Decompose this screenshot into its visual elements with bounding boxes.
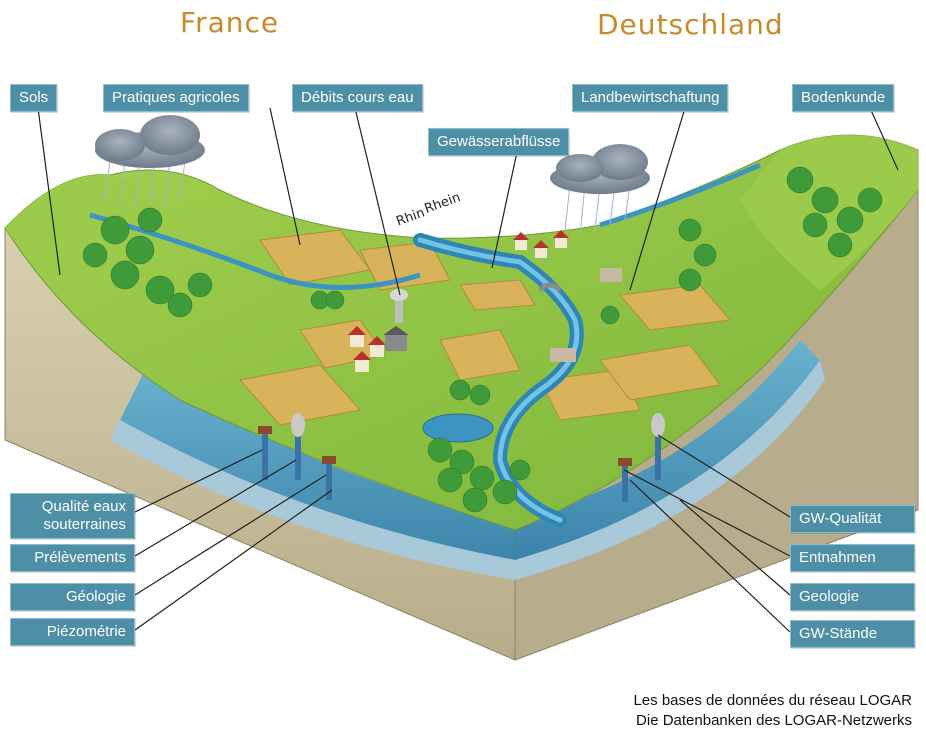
leader-lines <box>37 107 899 633</box>
clouds <box>95 115 650 236</box>
label-geologie-fr: Géologie <box>10 583 135 611</box>
label-bodenkunde: Bodenkunde <box>792 84 895 112</box>
label-prelevements: Prélèvements <box>10 544 135 572</box>
caption-german: Die Datenbanken des LOGAR-Netzwerks <box>636 712 912 729</box>
label-landbewirtschaftung: Landbewirtschaftung <box>572 84 729 112</box>
label-debits-cours-eau: Débits cours eau <box>292 84 423 112</box>
label-geologie-de: Geologie <box>790 583 915 611</box>
caption: Les bases de données du réseau LOGAR Die… <box>633 691 912 731</box>
label-entnahmen: Entnahmen <box>790 544 915 572</box>
country-deutschland: Deutschland <box>597 8 784 41</box>
forests <box>82 166 883 513</box>
fields <box>239 229 731 426</box>
label-gw-qualitat: GW-Qualität <box>790 505 915 533</box>
label-sols: Sols <box>10 84 58 112</box>
label-gw-stande: GW-Stände <box>790 620 915 648</box>
caption-french: Les bases de données du réseau LOGAR <box>633 692 912 709</box>
country-france: France <box>180 6 280 39</box>
label-gewasserabflusse: Gewässerabflüsse <box>428 128 570 156</box>
villages <box>348 230 622 372</box>
pond <box>422 413 494 443</box>
label-qualite-eaux-souterraines: Qualité eaux souterraines <box>10 493 135 539</box>
wells <box>258 413 665 502</box>
label-piezometrie: Piézométrie <box>10 618 135 646</box>
label-pratiques-agricoles: Pratiques agricoles <box>103 84 249 112</box>
